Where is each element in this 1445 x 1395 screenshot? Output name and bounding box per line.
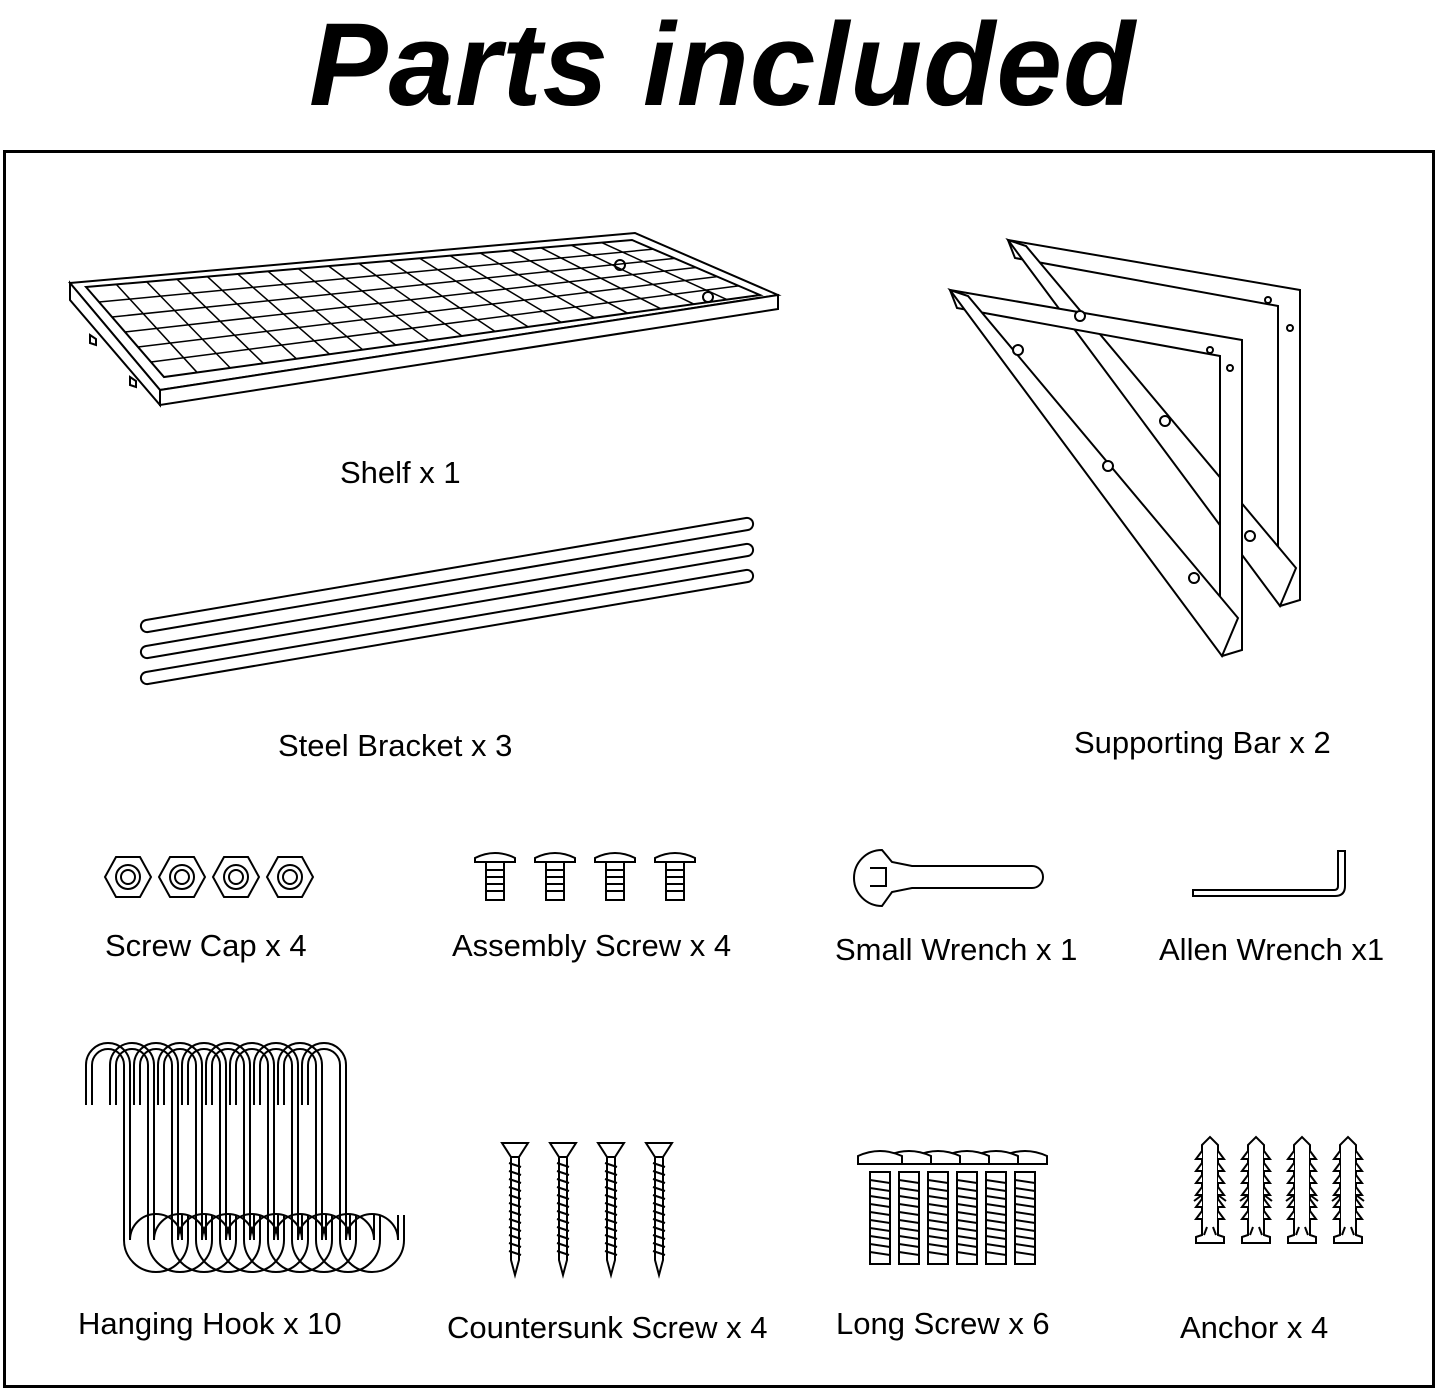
allen-wrench-label: Allen Wrench x1 (1159, 932, 1385, 967)
countersunk-screw-group (502, 1143, 672, 1275)
wire-shelf-icon (60, 225, 790, 425)
triangle-bracket-icon (940, 238, 1310, 663)
wood-screw-icon (490, 1135, 690, 1285)
screw-cap-label: Screw Cap x 4 (105, 928, 307, 963)
hanging-hook-label: Hanging Hook x 10 (78, 1306, 342, 1341)
supporting-bar-label: Supporting Bar x 2 (1074, 725, 1331, 760)
hook-group (86, 1043, 404, 1272)
shelf-grid (99, 243, 739, 373)
anchor-group (1194, 1137, 1364, 1243)
wall-anchor-icon (1185, 1135, 1365, 1275)
allen-key-icon (1190, 848, 1350, 910)
long-screw-label: Long Screw x 6 (836, 1306, 1050, 1341)
machine-screw-icon (470, 850, 710, 905)
anchor-label: Anchor x 4 (1180, 1310, 1329, 1345)
parts-frame (3, 150, 1435, 1388)
steel-bracket-label: Steel Bracket x 3 (278, 728, 513, 763)
long-screw-group (858, 1151, 1047, 1264)
s-hook-icon (76, 1030, 366, 1290)
countersunk-screw-label: Countersunk Screw x 4 (447, 1310, 768, 1345)
page-title: Parts included (308, 0, 1137, 131)
assembly-screw-label: Assembly Screw x 4 (452, 928, 732, 963)
small-wrench-label: Small Wrench x 1 (835, 932, 1078, 967)
shelf-label: Shelf x 1 (340, 455, 461, 490)
steel-rod-icon (138, 512, 758, 692)
wrench-icon (852, 848, 1052, 908)
hex-nut-icon (100, 850, 320, 905)
long-bolt-icon (855, 1150, 1055, 1270)
